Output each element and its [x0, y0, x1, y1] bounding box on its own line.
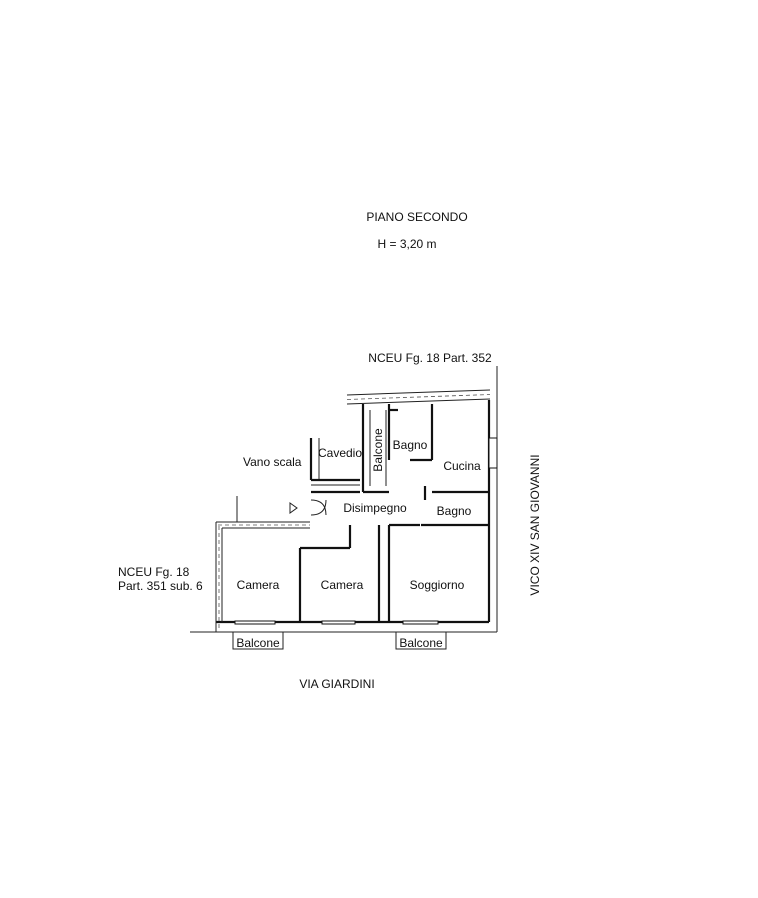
street-east-label: VICO XIV SAN GIOVANNI	[528, 454, 542, 595]
neighbor-west-label-2: Part. 351 sub. 6	[118, 579, 203, 593]
room-camera-mid: Camera	[321, 578, 364, 592]
height-note: H = 3,20 m	[377, 237, 436, 251]
room-cavedio: Cavedio	[318, 446, 362, 460]
street-south-label: VIA GIARDINI	[299, 677, 374, 691]
room-disimpegno: Disimpegno	[343, 501, 407, 515]
room-cucina: Cucina	[443, 459, 481, 473]
floor-title: PIANO SECONDO	[366, 210, 467, 224]
room-vano-scala: Vano scala	[243, 455, 302, 469]
room-bagno-right: Bagno	[437, 504, 472, 518]
room-balcone-left: Balcone	[236, 636, 280, 650]
room-bagno-top: Bagno	[393, 438, 428, 452]
room-camera-left: Camera	[237, 578, 280, 592]
room-balcone-right: Balcone	[399, 636, 443, 650]
neighbor-west-label-1: NCEU Fg. 18	[118, 565, 190, 579]
building-walls	[190, 366, 498, 633]
room-balcone-vertical: Balcone	[371, 428, 385, 472]
neighbor-north-label: NCEU Fg. 18 Part. 352	[368, 351, 492, 365]
room-soggiorno: Soggiorno	[410, 578, 465, 592]
south-balconies	[232, 620, 447, 650]
